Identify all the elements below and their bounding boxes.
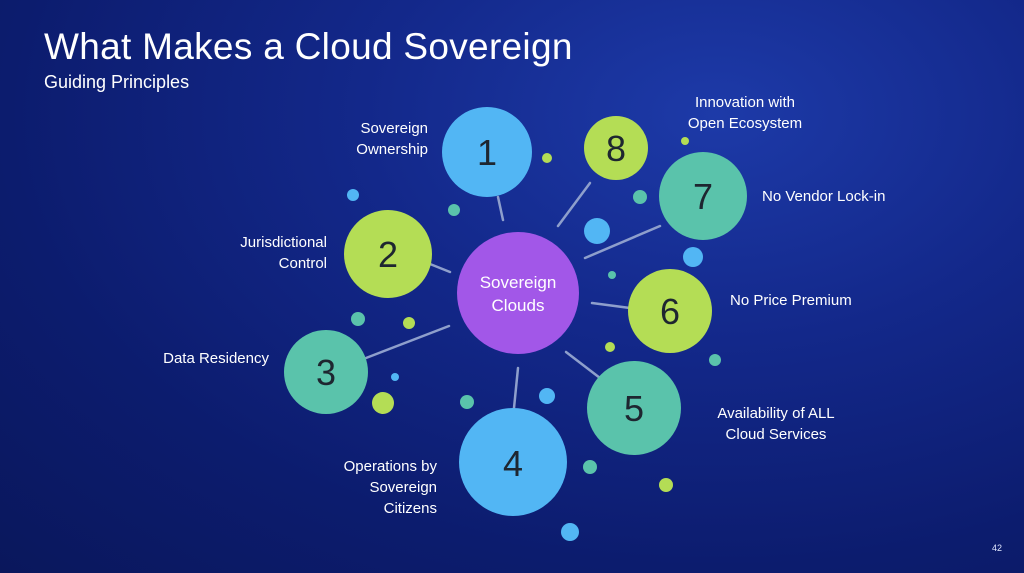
decorative-dot — [683, 247, 703, 267]
connector-line-5 — [564, 350, 602, 380]
connector-line-4 — [512, 366, 520, 410]
principle-circle — [344, 210, 432, 298]
hub-label-line1: Sovereign — [480, 273, 557, 292]
connector-line-1 — [496, 195, 505, 222]
connector-line-6 — [590, 301, 632, 310]
principle-circle — [442, 107, 532, 197]
connector-lines — [364, 181, 662, 410]
decorative-dot — [403, 317, 415, 329]
decorative-dot — [659, 478, 673, 492]
principle-circle — [587, 361, 681, 455]
decorative-dot — [460, 395, 474, 409]
principle-2: 2 — [344, 210, 432, 298]
principle-number: 7 — [693, 176, 713, 217]
principle-circle — [459, 408, 567, 516]
connector-line-2 — [428, 262, 452, 274]
decorative-dot — [351, 312, 365, 326]
decorative-dot — [561, 523, 579, 541]
connector-line-3 — [364, 324, 451, 360]
principle-number: 1 — [477, 132, 497, 173]
decorative-dot — [542, 153, 552, 163]
decorative-dot — [347, 189, 359, 201]
principle-label-5: Availability of ALL Cloud Services — [717, 405, 835, 443]
principle-number: 8 — [606, 128, 626, 169]
decorative-dot — [583, 460, 597, 474]
principle-label-2: Jurisdictional Control — [240, 234, 327, 272]
principle-circle — [659, 152, 747, 240]
hub-label-line2: Clouds — [492, 296, 545, 315]
principle-3: 3 — [284, 330, 368, 414]
principle-6: 6 — [628, 269, 712, 353]
decorative-dot — [709, 354, 721, 366]
decorative-dot — [448, 204, 460, 216]
hub-node: Sovereign Clouds — [457, 232, 579, 354]
principle-circle — [284, 330, 368, 414]
principle-label-7: No Vendor Lock-in — [762, 188, 886, 205]
principle-label-4: Operations by Sovereign Citizens — [343, 458, 437, 517]
principle-8: 8 — [584, 116, 648, 180]
principle-label-1: Sovereign Ownership — [356, 120, 428, 158]
decorative-dot — [372, 392, 394, 414]
principle-1: 1 — [442, 107, 532, 197]
decorative-dot — [681, 137, 689, 145]
connector-line-7 — [583, 224, 662, 260]
decorative-dot — [605, 342, 615, 352]
principle-number: 6 — [660, 291, 680, 332]
principle-number: 5 — [624, 388, 644, 429]
decorative-dots — [347, 137, 721, 541]
principle-number: 4 — [503, 443, 523, 484]
principle-circle — [628, 269, 712, 353]
principle-label-6: No Price Premium — [730, 292, 852, 309]
hub-circle — [457, 232, 579, 354]
principle-label-8: Innovation with Open Ecosystem — [687, 94, 803, 132]
decorative-dot — [633, 190, 647, 204]
principle-number: 2 — [378, 234, 398, 275]
page-number: 42 — [991, 543, 1002, 553]
slide-title: What Makes a Cloud Sovereign — [44, 26, 573, 67]
principle-4: 4 — [459, 408, 567, 516]
principle-5: 5 — [587, 361, 681, 455]
decorative-dot — [608, 271, 616, 279]
decorative-dot — [584, 218, 610, 244]
principle-label-3: Data Residency — [163, 350, 269, 367]
decorative-dot — [391, 373, 399, 381]
principle-circle — [584, 116, 648, 180]
principle-7: 7 — [659, 152, 747, 240]
decorative-dot — [539, 388, 555, 404]
slide-subtitle: Guiding Principles — [44, 72, 190, 92]
connector-line-8 — [556, 181, 592, 228]
principle-number: 3 — [316, 352, 336, 393]
